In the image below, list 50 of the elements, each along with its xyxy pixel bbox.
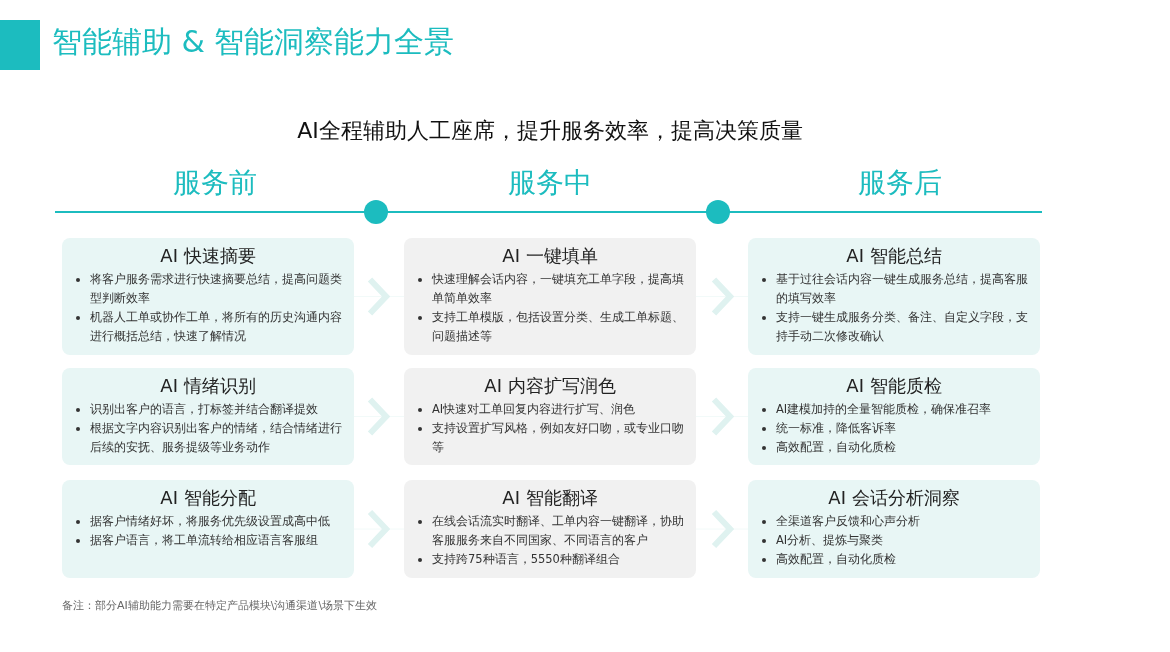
bullet-text: 机器人工单或协作工单，将所有的历史沟通内容进行概括总结，快速了解情况 [90, 309, 343, 345]
bullet-text: 支持设置扩写风格，例如友好口吻，或专业口吻等 [432, 420, 685, 456]
bullet-text: AI快速对工单回复内容进行扩写、润色 [432, 401, 636, 418]
bullet-text: 据客户情绪好坏，将服务优先级设置成高中低 [90, 513, 330, 530]
chevron-arrow [695, 509, 749, 549]
bullet-text: AI建模加持的全量智能质检，确保准召率 [776, 401, 992, 418]
bullet-text: 根据文字内容识别出客户的情绪，结合情绪进行后续的安抚、服务提级等业务动作 [90, 420, 343, 456]
chevron-arrow [353, 509, 405, 549]
slide-title: 智能辅助 & 智能洞察能力全景 [52, 23, 455, 61]
bullet-text: 高效配置，自动化质检 [776, 551, 896, 568]
chevron-arrow [353, 276, 405, 317]
phase-heading: 服务中 [507, 165, 593, 201]
card-title: AI 智能分配 [160, 486, 256, 510]
bullet-text: 高效配置，自动化质检 [776, 439, 896, 456]
feature-card [404, 480, 696, 578]
footnote: 备注：部分AI辅助能力需要在特定产品模块\沟通渠道\场景下生效 [62, 598, 378, 613]
feature-card [748, 368, 1040, 465]
card-title: AI 情绪识别 [160, 374, 256, 398]
phase-heading: 服务前 [172, 165, 258, 201]
bullet-text: 在线会话流实时翻译、工单内容一键翻译，协助客服服务来自不同国家、不同语言的客户 [432, 513, 685, 549]
feature-card [62, 368, 354, 465]
bullet-text: 支持跨75种语言，5550种翻译组合 [432, 551, 620, 568]
bullet-text: 快速理解会话内容，一键填充工单字段，提高填单简单效率 [432, 271, 685, 307]
feature-card [748, 480, 1040, 578]
feature-card [404, 368, 696, 465]
phase-heading: 服务后 [857, 165, 943, 201]
feature-card [748, 238, 1040, 355]
feature-card [404, 238, 696, 355]
card-title: AI 智能质检 [846, 374, 942, 398]
chevron-arrow [695, 396, 749, 437]
card-title: AI 快速摘要 [160, 244, 256, 268]
subtitle: AI全程辅助人工座席，提升服务效率，提高决策质量 [296, 117, 804, 145]
card-title: AI 会话分析洞察 [828, 486, 960, 510]
card-title: AI 智能翻译 [502, 486, 598, 510]
bullet-text: 全渠道客户反馈和心声分析 [776, 513, 920, 530]
chevron-arrow [353, 396, 405, 437]
bullet-text: 统一标准，降低客诉率 [776, 420, 896, 437]
card-title: AI 内容扩写润色 [484, 374, 616, 398]
bullet-text: 识别出客户的语言，打标签并结合翻译提效 [90, 401, 318, 418]
bullet-text: 支持工单模版，包括设置分类、生成工单标题、问题描述等 [432, 309, 685, 345]
bullet-text: 支持一键生成服务分类、备注、自定义字段，支持手动二次修改确认 [776, 309, 1029, 345]
card-title: AI 智能总结 [846, 244, 942, 268]
bullet-text: 将客户服务需求进行快速摘要总结，提高问题类型判断效率 [90, 271, 343, 307]
feature-card [62, 238, 354, 355]
bullet-text: AI分析、提炼与聚类 [776, 532, 884, 549]
card-title: AI 一键填单 [502, 244, 598, 268]
bullet-text: 基于过往会话内容一键生成服务总结，提高客服的填写效率 [776, 271, 1029, 307]
bullet-text: 据客户语言，将工单流转给相应语言客服组 [90, 532, 318, 549]
feature-card [62, 480, 354, 578]
chevron-arrow [695, 276, 749, 317]
